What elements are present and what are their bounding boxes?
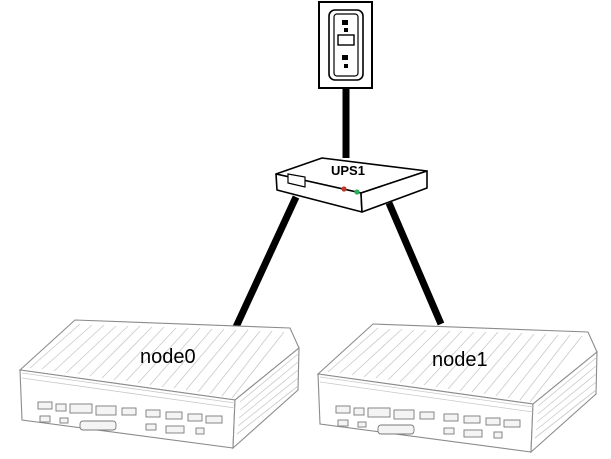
node0-label: node0 xyxy=(140,346,196,368)
node1-label: node1 xyxy=(432,349,488,371)
ups-label: UPS1 xyxy=(331,163,365,178)
node0-device-icon xyxy=(19,319,300,449)
ups-to-node0-cable xyxy=(232,195,300,329)
ups-led-red xyxy=(341,186,347,192)
power-outlet-icon xyxy=(318,1,373,89)
ups-device-icon xyxy=(275,157,428,213)
ups-led-green xyxy=(354,189,360,195)
node1-device-icon xyxy=(317,323,598,453)
ups-to-node1-cable xyxy=(385,201,445,326)
